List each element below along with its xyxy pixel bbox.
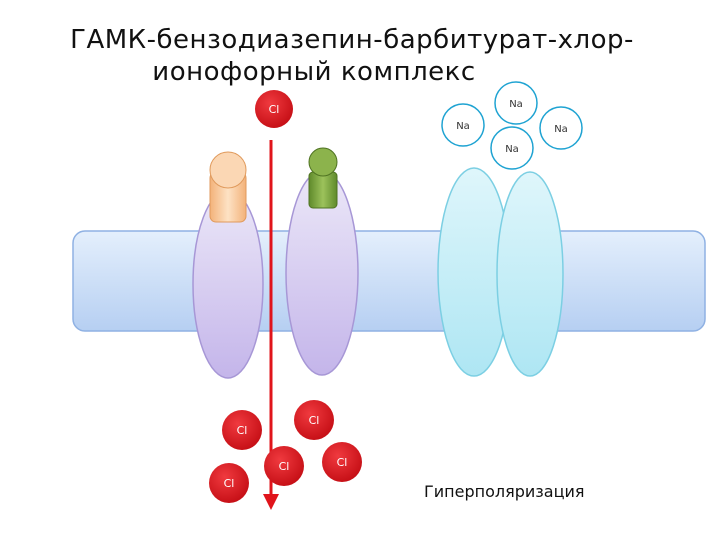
svg-text:Cl: Cl [337,456,348,469]
svg-text:Na: Na [456,121,470,132]
svg-text:Cl: Cl [279,460,290,473]
na-ion: Na [490,126,534,170]
svg-text:Cl: Cl [309,414,320,427]
svg-text:Na: Na [554,124,568,135]
cl-ion: Cl [294,400,334,440]
cl-ion: Cl [255,90,293,128]
barbiturate-receptor [308,147,338,209]
svg-text:Cl: Cl [237,424,248,437]
title-line-1: ГАМК-бензодиазепин-барбитурат-хлор- [70,25,634,55]
chloride-influx-arrow [263,140,279,510]
benzodiazepine-receptor [209,151,247,223]
cl-ion: Cl [222,410,262,450]
svg-text:Cl: Cl [269,103,280,116]
cell-membrane [72,230,706,332]
hyperpolarization-caption: Гиперполяризация [424,482,585,501]
cl-ion: Cl [264,446,304,486]
na-ion: Na [441,103,485,147]
svg-text:Cl: Cl [224,477,235,490]
na-ion: Na [494,81,538,125]
na-channel-subunit-right [496,171,564,377]
cl-ion: Cl [209,463,249,503]
svg-text:Na: Na [509,99,523,110]
title-line-2: ионофорный комплекс [152,57,476,87]
diagram-title: ГАМК-бензодиазепин-барбитурат-хлор- ионо… [0,24,720,88]
na-ion: Na [539,106,583,150]
cl-ion: Cl [322,442,362,482]
svg-text:Na: Na [505,144,519,155]
